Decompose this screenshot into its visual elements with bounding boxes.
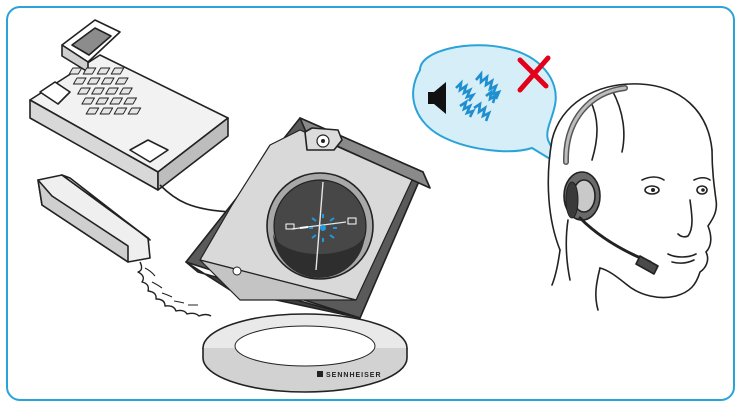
headset-user-icon <box>548 84 716 310</box>
brand-logo: SENNHEISER <box>317 371 382 379</box>
speech-bubble <box>413 45 560 165</box>
brand-label: SENNHEISER <box>326 372 382 379</box>
base-station-icon: SENNHEISER <box>186 118 430 392</box>
handset-icon <box>38 175 211 316</box>
